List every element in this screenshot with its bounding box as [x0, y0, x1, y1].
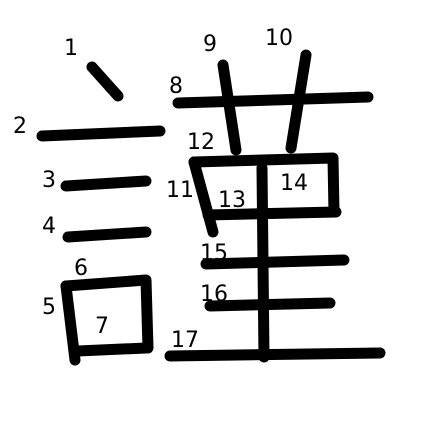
stroke-12 — [188, 152, 340, 218]
stroke-number-8: 8 — [169, 74, 183, 99]
stroke-number-6: 6 — [74, 256, 88, 281]
stroke-7 — [72, 342, 152, 357]
stroke-number-2: 2 — [13, 114, 27, 139]
stroke-number-3: 3 — [42, 168, 56, 193]
stroke-17 — [164, 347, 386, 362]
stroke-3 — [60, 175, 152, 192]
stroke-11 — [188, 156, 219, 238]
stroke-number-15: 15 — [200, 241, 228, 266]
stroke-number-11: 11 — [166, 178, 194, 203]
stroke-1 — [86, 61, 124, 102]
stroke-4 — [62, 226, 152, 243]
stroke-2 — [36, 125, 166, 142]
stroke-number-10: 10 — [265, 26, 293, 51]
stroke-number-13: 13 — [218, 188, 246, 213]
stroke-5 — [60, 280, 81, 366]
stroke-number-4: 4 — [42, 214, 56, 239]
stroke-10 — [285, 49, 312, 154]
stroke-number-17: 17 — [171, 328, 199, 353]
stroke-9 — [217, 59, 242, 156]
stroke-number-5: 5 — [42, 295, 56, 320]
stroke-6 — [60, 274, 154, 354]
stroke-number-14: 14 — [280, 171, 308, 196]
stroke-8 — [172, 91, 374, 109]
stroke-number-9: 9 — [203, 32, 217, 57]
stroke-16 — [204, 297, 336, 312]
stroke-14 — [202, 206, 342, 221]
stroke-number-7: 7 — [95, 314, 109, 339]
stroke-number-12: 12 — [187, 130, 215, 155]
stroke-number-1: 1 — [64, 36, 78, 61]
stroke-number-16: 16 — [200, 282, 228, 307]
stroke-15 — [200, 254, 350, 270]
